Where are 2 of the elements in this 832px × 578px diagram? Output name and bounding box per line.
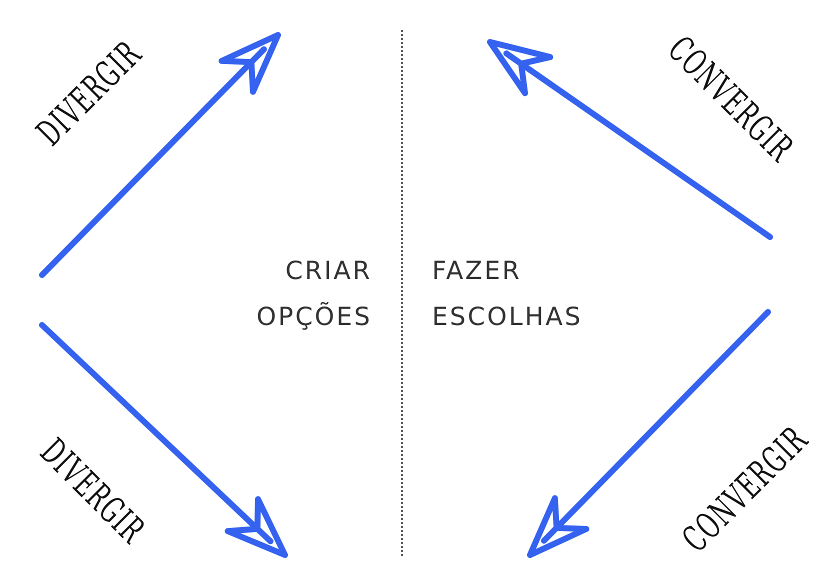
caption-text: FAZER ESCOLHAS — [432, 255, 584, 333]
caption-text: CRIAR OPÇÕES — [255, 255, 372, 333]
